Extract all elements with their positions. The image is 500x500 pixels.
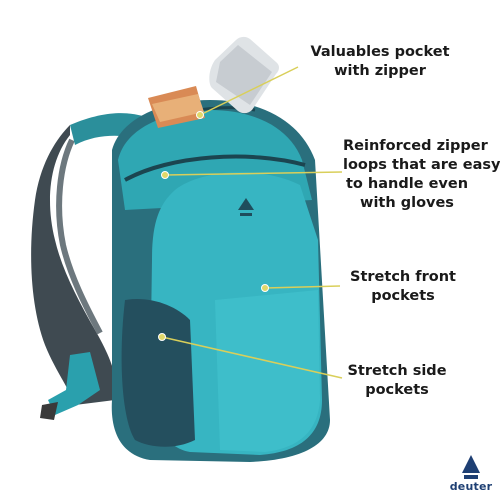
callout-lines	[161, 66, 343, 379]
brand-mark-icon	[462, 455, 480, 479]
callout-dots	[158, 111, 269, 341]
callout-line: with zipper	[334, 63, 426, 79]
hip-strap	[40, 352, 100, 420]
callout-valuables-pocket: Valuables pocket with zipper	[300, 43, 460, 81]
callout-zipper-loops: Reinforced zipper loops that are easy to…	[343, 137, 500, 213]
banknotes	[148, 86, 205, 128]
callout-line: pockets	[365, 382, 429, 398]
callout-line: to handle even	[345, 176, 469, 192]
callout-line: Reinforced zipper	[343, 138, 488, 154]
callout-line: pockets	[371, 288, 435, 304]
front-brand-logo	[238, 198, 254, 216]
callout-line: with gloves	[360, 195, 454, 211]
callout-side-pockets: Stretch side pockets	[343, 362, 451, 400]
callout-line: loops that are easy	[343, 157, 500, 173]
brand-name: deuter	[449, 480, 493, 493]
callout-line: Stretch front	[350, 269, 456, 285]
callout-front-pockets: Stretch front pockets	[343, 268, 463, 306]
callout-line: Stretch side	[347, 363, 447, 379]
callout-line: Valuables pocket	[310, 44, 450, 60]
smartphone	[209, 36, 279, 114]
backpack-body	[111, 100, 330, 462]
brand-logo: deuter	[447, 447, 495, 495]
